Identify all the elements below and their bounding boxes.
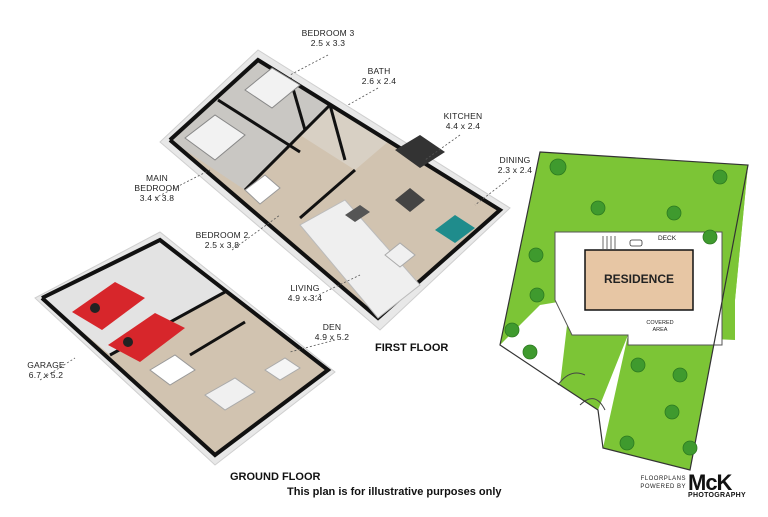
room-name-line1: MAIN <box>145 173 169 183</box>
floor-title-first: FIRST FLOOR <box>375 342 449 354</box>
room-label-den: DEN 4.9 x 5.2 <box>308 322 356 342</box>
room-size: 2.3 x 2.4 <box>497 165 533 175</box>
room-label-bedroom2: BEDROOM 2 2.5 x 3.8 <box>190 230 254 250</box>
site-plan <box>499 151 749 471</box>
room-label-kitchen: KITCHEN 4.4 x 2.4 <box>438 111 488 131</box>
deck-label: DECK <box>657 235 677 242</box>
brand-line1: FLOORPLANS <box>640 476 686 482</box>
leader-lines <box>39 54 511 381</box>
room-name: BATH <box>367 66 391 76</box>
covered-line1: COVERED <box>646 320 674 326</box>
room-name: GARAGE <box>27 360 65 370</box>
room-name: BEDROOM 2 <box>195 230 249 240</box>
room-label-garage: GARAGE 6.7 x 5.2 <box>20 360 72 380</box>
room-name: BEDROOM 3 <box>301 28 355 38</box>
room-size: 2.5 x 3.3 <box>310 38 346 48</box>
residence-label: RESIDENCE <box>603 272 674 286</box>
room-label-main-bedroom: MAIN BEDROOM 3.4 x 3.8 <box>128 173 186 203</box>
room-label-bedroom3: BEDROOM 3 2.5 x 3.3 <box>296 28 360 48</box>
ground-floor-plan <box>34 231 336 466</box>
residence-block <box>584 249 694 311</box>
brand-line2: POWERED BY <box>640 484 686 490</box>
floor-title-ground: GROUND FLOOR <box>230 471 321 483</box>
room-name: LIVING <box>290 283 320 293</box>
disclaimer-text: This plan is for illustrative purposes o… <box>287 486 502 498</box>
room-size: 2.6 x 2.4 <box>361 76 397 86</box>
tree-icons <box>504 158 728 456</box>
room-name-line2: BEDROOM <box>134 183 180 193</box>
room-size: 2.5 x 3.8 <box>204 240 240 250</box>
room-size: 4.9 x 5.2 <box>314 332 350 342</box>
room-size: 6.7 x 5.2 <box>28 370 64 380</box>
brand-logo-block: FLOORPLANS POWERED BY McK PHOTOGRAPHY <box>630 470 760 504</box>
brand-sub: PHOTOGRAPHY <box>688 492 747 499</box>
room-size: 4.4 x 2.4 <box>445 121 481 131</box>
room-name: DINING <box>499 155 531 165</box>
room-label-dining: DINING 2.3 x 2.4 <box>492 155 538 175</box>
room-label-bath: BATH 2.6 x 2.4 <box>356 66 402 86</box>
room-name: DEN <box>322 322 342 332</box>
covered-area-label: COVERED AREA <box>640 320 680 334</box>
room-size: 4.9 x 3.4 <box>287 293 323 303</box>
first-floor-plan <box>159 49 511 331</box>
room-label-living: LIVING 4.9 x 3.4 <box>280 283 330 303</box>
room-size: 3.4 x 3.8 <box>139 193 175 203</box>
brand-logo: McK <box>688 470 732 495</box>
covered-line2: AREA <box>652 327 668 333</box>
room-name: KITCHEN <box>443 111 483 121</box>
